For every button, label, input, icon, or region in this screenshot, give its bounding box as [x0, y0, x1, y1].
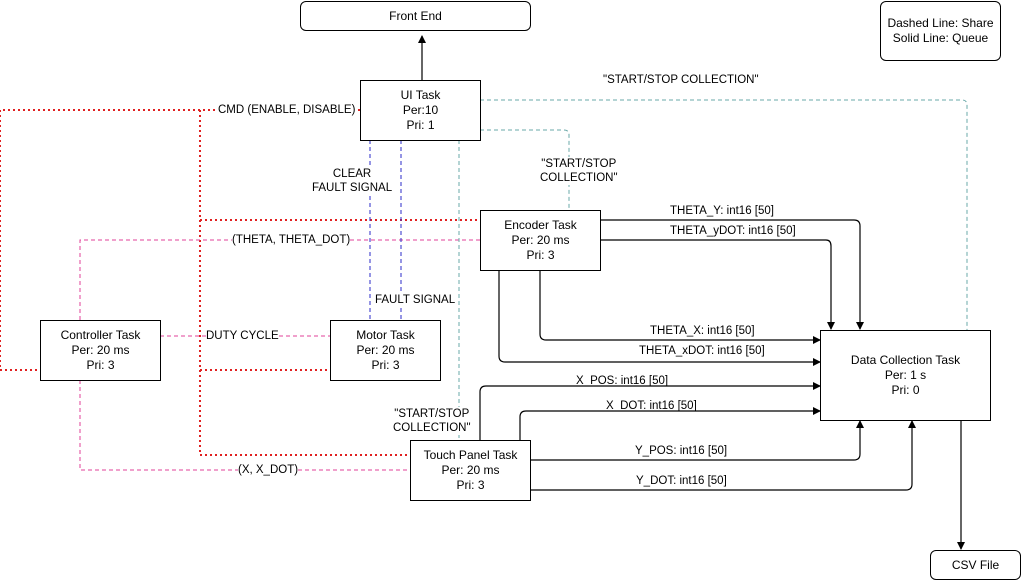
x-pos-label: X_POS: int16 [50]: [576, 375, 669, 387]
ui-task-priority: Pri: 1: [406, 118, 435, 132]
theta-xdot-label: THETA_xDOT: int16 [50]: [639, 345, 765, 357]
y-pos-label: Y_POS: int16 [50]: [635, 445, 728, 457]
ui-task-title: UI Task: [400, 88, 441, 102]
controller-task-period: Per: 20 ms: [71, 343, 130, 357]
motor-task-title: Motor Task: [356, 328, 415, 342]
start-stop-encoder-line1: "START/STOP: [541, 158, 617, 170]
touch-panel-task-box[interactable]: Touch Panel Task Per: 20 ms Pri: 3: [410, 440, 531, 501]
share-x: [79, 380, 410, 471]
csv-file-title: CSV File: [951, 557, 1000, 572]
clear-fault-line2: FAULT SIGNAL: [312, 182, 393, 194]
share-start-stop-encoder: [480, 129, 570, 210]
csv-file-box[interactable]: CSV File: [930, 550, 1021, 580]
queue-y-dot: [530, 420, 916, 491]
x-pair-label: (X, X_DOT): [238, 463, 299, 477]
front-end-box[interactable]: Front End: [300, 1, 531, 31]
theta-x-label: THETA_X: int16 [50]: [650, 325, 755, 337]
touch-panel-task-priority: Pri: 3: [456, 478, 485, 492]
queue-theta-x: [539, 270, 821, 344]
encoder-task-priority: Pri: 3: [526, 248, 555, 262]
front-end-title: Front End: [389, 8, 442, 23]
encoder-task-title: Encoder Task: [504, 218, 577, 232]
data-collection-task-title: Data Collection Task: [850, 353, 961, 367]
start-stop-encoder-line2: COLLECTION": [540, 172, 618, 184]
encoder-task-box[interactable]: Encoder Task Per: 20 ms Pri: 3: [480, 210, 601, 271]
y-dot-label: Y_DOT: int16 [50]: [636, 475, 727, 487]
clear-fault-label: CLEAR FAULT SIGNAL: [312, 167, 393, 195]
queue-theta-y: [600, 219, 864, 330]
share-start-stop-top: [480, 99, 968, 330]
share-red-left-bus: [199, 110, 410, 456]
fault-signal-label: FAULT SIGNAL: [375, 293, 456, 307]
start-stop-top-label: "START/STOP COLLECTION": [603, 73, 759, 87]
duty-cycle-label: DUTY CYCLE: [206, 329, 279, 343]
queue-theta-xdot: [498, 270, 821, 366]
queue-x-pos: [479, 382, 821, 440]
data-collection-task-box[interactable]: Data Collection Task Per: 1 s Pri: 0: [820, 330, 991, 421]
theta-pair-label: (THETA, THETA_DOT): [232, 233, 351, 247]
clear-fault-line1: CLEAR: [332, 168, 372, 180]
legend-solid-line: Solid Line: Queue: [892, 31, 989, 45]
queue-x-dot: [519, 407, 821, 440]
touch-panel-task-period: Per: 20 ms: [441, 463, 500, 477]
motor-task-box[interactable]: Motor Task Per: 20 ms Pri: 3: [330, 320, 441, 381]
legend-box: Dashed Line: Share Solid Line: Queue: [880, 1, 1001, 61]
ui-task-period: Per:10: [402, 103, 439, 117]
legend-dashed-line: Dashed Line: Share: [887, 16, 994, 30]
queue-theta-ydot: [600, 239, 835, 330]
encoder-task-period: Per: 20 ms: [511, 233, 570, 247]
x-dot-label: X_DOT: int16 [50]: [606, 400, 697, 412]
touch-panel-task-title: Touch Panel Task: [423, 448, 518, 462]
motor-task-period: Per: 20 ms: [356, 343, 415, 357]
start-stop-touch-line1: "START/STOP: [394, 408, 470, 420]
queue-y-pos: [530, 420, 864, 461]
start-stop-touch-line2: COLLECTION": [393, 422, 471, 434]
ui-task-box[interactable]: UI Task Per:10 Pri: 1: [360, 80, 481, 141]
share-theta: [79, 239, 480, 320]
controller-task-box[interactable]: Controller Task Per: 20 ms Pri: 3: [40, 320, 161, 381]
start-stop-encoder-label: "START/STOP COLLECTION": [540, 157, 618, 185]
controller-task-priority: Pri: 3: [86, 358, 115, 372]
start-stop-touch-label: "START/STOP COLLECTION": [393, 407, 471, 435]
theta-ydot-label: THETA_yDOT: int16 [50]: [670, 225, 796, 237]
data-collection-task-priority: Pri: 0: [891, 383, 920, 397]
theta-y-label: THETA_Y: int16 [50]: [670, 205, 774, 217]
cmd-label: CMD (ENABLE, DISABLE): [218, 103, 356, 117]
share-cmd: [0, 109, 360, 371]
motor-task-priority: Pri: 3: [371, 358, 400, 372]
data-collection-task-period: Per: 1 s: [884, 368, 927, 382]
controller-task-title: Controller Task: [60, 328, 141, 342]
